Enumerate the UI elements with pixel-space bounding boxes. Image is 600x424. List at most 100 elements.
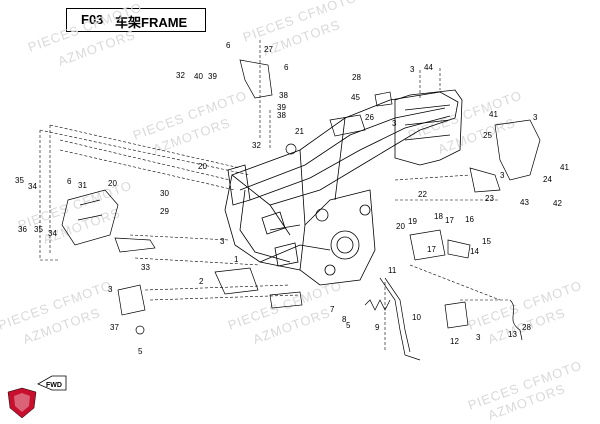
- callout-17: 17: [427, 245, 436, 254]
- leader-line: [144, 284, 301, 301]
- callout-6: 6: [67, 177, 72, 186]
- leader-line: [259, 40, 271, 150]
- callout-9: 9: [375, 323, 380, 332]
- callout-27: 27: [264, 45, 273, 54]
- leader-line: [129, 234, 261, 266]
- mount-hole: [359, 204, 371, 216]
- mount-hole: [324, 264, 336, 276]
- callout-11: 11: [388, 266, 397, 275]
- side-stand-spring: [364, 299, 391, 311]
- callout-14: 14: [470, 247, 479, 256]
- callout-6: 6: [284, 63, 289, 72]
- mount-hole: [315, 208, 329, 222]
- callout-19: 19: [408, 217, 417, 226]
- bracket-12: [444, 301, 469, 329]
- bracket-2: [214, 267, 259, 295]
- engine-mount: [274, 242, 299, 267]
- callout-3: 3: [108, 285, 113, 294]
- callout-30: 30: [160, 189, 169, 198]
- lower-plate: [117, 284, 146, 316]
- callout-15: 15: [482, 237, 491, 246]
- callout-26: 26: [365, 113, 374, 122]
- pivot-plate: [299, 189, 376, 286]
- headstock: [227, 164, 251, 206]
- cable-28: [509, 299, 523, 341]
- bracket-detail: [77, 199, 103, 221]
- callout-20: 20: [396, 222, 405, 231]
- callout-28: 28: [352, 73, 361, 82]
- frame-main-spar: [231, 91, 459, 206]
- side-stand: [379, 277, 421, 361]
- peripheral-parts: [61, 59, 541, 361]
- callout-38: 38: [279, 91, 288, 100]
- callout-1: 1: [234, 255, 239, 264]
- bracket-1: [269, 291, 303, 309]
- callout-3: 3: [392, 119, 397, 128]
- left-footrest-bracket: [61, 189, 119, 246]
- callout-24: 24: [543, 175, 552, 184]
- callout-22: 22: [418, 190, 427, 199]
- callout-43: 43: [520, 198, 529, 207]
- callout-3: 3: [476, 333, 481, 342]
- cross-member: [269, 117, 346, 236]
- callout-12: 12: [450, 337, 459, 346]
- callout-18: 18: [434, 212, 443, 221]
- rear-subframe-rails: [404, 104, 451, 141]
- callout-32: 32: [176, 71, 185, 80]
- callout-2: 2: [199, 277, 204, 286]
- callout-40: 40: [194, 72, 203, 81]
- bracket-45: [374, 91, 393, 107]
- callout-3: 3: [533, 113, 538, 122]
- frame-main-drawing: [224, 89, 463, 286]
- callout-35: 35: [34, 225, 43, 234]
- callout-41: 41: [560, 163, 569, 172]
- callout-7: 7: [330, 305, 335, 314]
- frame-down-tube: [224, 174, 301, 271]
- rear-subframe: [394, 89, 463, 166]
- fwd-arrow-icon: FWD: [37, 375, 67, 391]
- callout-28: 28: [522, 323, 531, 332]
- right-footrest-front: [409, 229, 446, 261]
- diagram-code: F03: [81, 12, 104, 27]
- callout-16: 16: [465, 215, 474, 224]
- callout-37: 37: [110, 323, 119, 332]
- callout-6: 6: [226, 41, 231, 50]
- callout-35: 35: [15, 176, 24, 185]
- callout-23: 23: [485, 194, 494, 203]
- callout-3: 3: [220, 237, 225, 246]
- pivot-hole-inner: [336, 236, 354, 254]
- callout-3: 3: [500, 171, 505, 180]
- right-footpeg: [469, 167, 501, 193]
- callout-10: 10: [412, 313, 421, 322]
- leader-line: [39, 124, 251, 176]
- callout-25: 25: [483, 131, 492, 140]
- callout-21: 21: [295, 127, 304, 136]
- callout-41: 41: [489, 110, 498, 119]
- callout-17: 17: [445, 216, 454, 225]
- pivot-hole: [330, 230, 360, 260]
- leader-line: [59, 139, 236, 191]
- right-rear-footrest-bracket: [494, 119, 541, 181]
- callout-38: 38: [277, 111, 286, 120]
- side-stand-outer: [384, 277, 411, 353]
- bracket-26: [329, 114, 366, 137]
- callout-44: 44: [424, 63, 433, 72]
- callout-5: 5: [346, 321, 351, 330]
- top-bracket: [239, 59, 273, 99]
- engine-mount: [261, 211, 286, 235]
- callout-13: 13: [508, 330, 517, 339]
- callout-20: 20: [108, 179, 117, 188]
- callout-labels: 1 2 3 3 3 3 3 3 3 44 5 5 6 6 6 7 8 9 10 …: [15, 41, 569, 356]
- callout-34: 34: [28, 182, 37, 191]
- washer: [135, 325, 145, 335]
- callout-33: 33: [141, 263, 150, 272]
- leader-line: [39, 130, 60, 261]
- callout-39: 39: [208, 72, 217, 81]
- leader-line: [394, 174, 500, 201]
- azmotors-logo: [7, 387, 37, 419]
- callout-20: 20: [198, 162, 207, 171]
- leader-line: [409, 264, 510, 301]
- callout-45: 45: [351, 93, 360, 102]
- callout-29: 29: [160, 207, 169, 216]
